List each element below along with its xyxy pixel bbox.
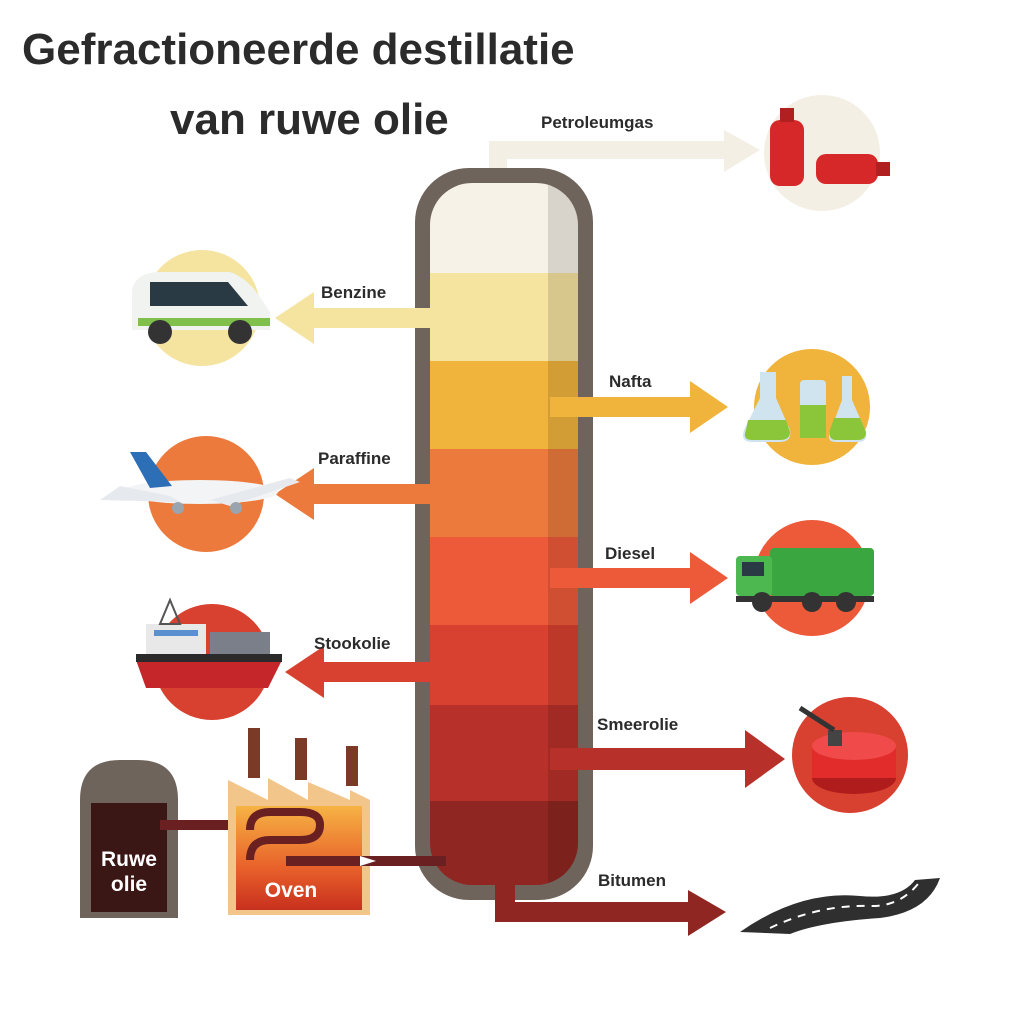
nafta-arrow (550, 381, 728, 433)
label-petroleumgas: Petroleumgas (541, 113, 654, 132)
benzine-arrow (275, 292, 442, 344)
stookolie-arrow (285, 646, 447, 698)
label-diesel: Diesel (605, 544, 656, 563)
crude-oil-label-line-2: olie (110, 873, 148, 897)
label-paraffine: Paraffine (318, 449, 391, 468)
flask-icon (743, 349, 870, 465)
road-icon (740, 878, 940, 934)
car-icon (132, 250, 270, 366)
oven-furnace (228, 728, 370, 915)
label-stookolie: Stookolie (314, 634, 391, 653)
oven-to-column-pipe (286, 856, 446, 866)
label-smeerolie: Smeerolie (597, 715, 679, 734)
bitumen-arrow (495, 885, 726, 936)
distillation-column-bands (430, 183, 578, 885)
label-benzine: Benzine (321, 283, 387, 302)
crude-oil-label-line-1: Ruwe (100, 848, 157, 871)
ship-icon (136, 597, 282, 720)
title-line-1: Gefractioneerde destillatie (22, 25, 575, 74)
oven-label: Oven (264, 879, 318, 902)
title-line-2: van ruwe olie (170, 95, 449, 144)
gas-cylinder-icon (764, 95, 890, 211)
fuel-can-icon (792, 697, 908, 813)
label-nafta: Nafta (609, 372, 652, 391)
truck-icon (736, 520, 874, 636)
crude-oil-label: Ruwe olie (91, 847, 167, 897)
smeerolie-arrow (550, 730, 785, 788)
airplane-icon (100, 436, 300, 552)
label-bitumen: Bitumen (598, 871, 666, 890)
paraffine-arrow (275, 468, 447, 520)
crude-oil-tank (80, 760, 178, 918)
diesel-arrow (550, 552, 728, 604)
